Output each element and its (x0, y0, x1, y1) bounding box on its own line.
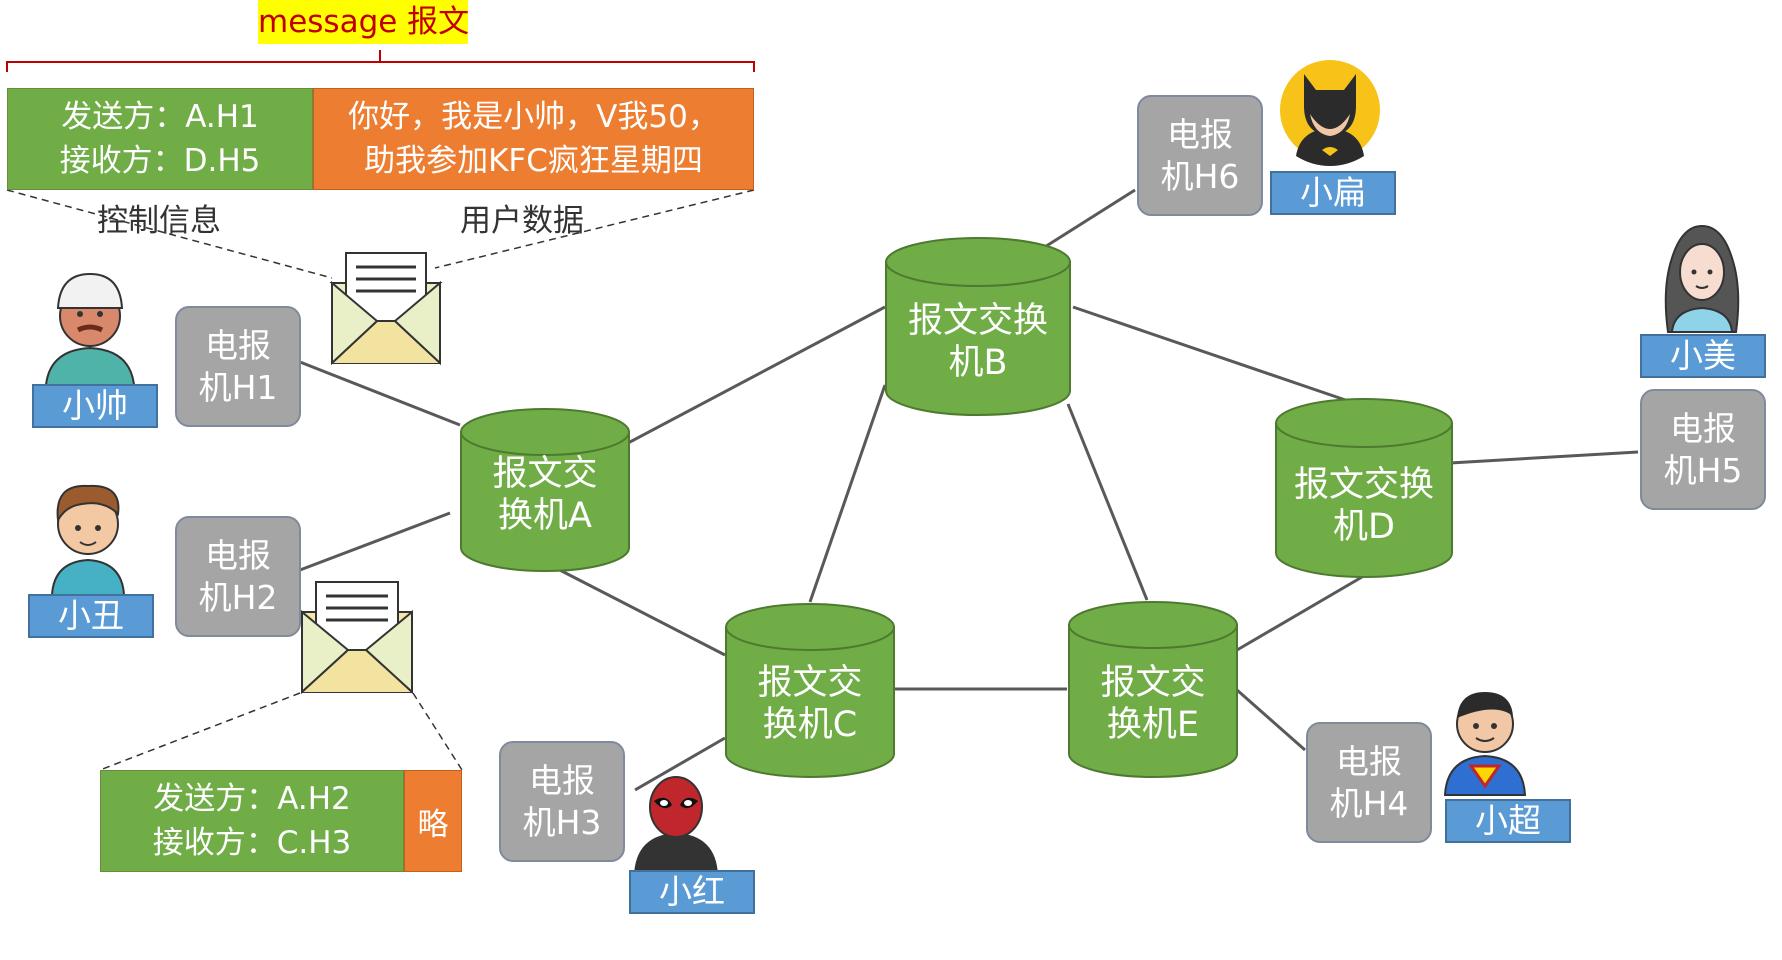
switch-c (725, 603, 895, 778)
bottom-user-data: 略 (404, 770, 462, 872)
telegraph-h4[interactable]: 电报 机H4 (1306, 722, 1432, 843)
user-data-caption: 用户数据 (460, 203, 584, 239)
telegraph-h5[interactable]: 电报 机H5 (1640, 389, 1766, 510)
link-b-e (1066, 403, 1149, 601)
link-a-b (627, 305, 886, 445)
link-d-h5 (1449, 450, 1639, 465)
telegraph-h2[interactable]: 电报 机H2 (175, 516, 301, 637)
link-e-h4 (1236, 688, 1306, 752)
switch-a-label: 报文交 换机A (492, 454, 598, 536)
link-h2-a (299, 511, 451, 572)
telegraph-h3[interactable]: 电报 机H3 (499, 741, 625, 862)
switch-a (460, 408, 630, 572)
top-user-data: 你好，我是小帅，V我50， 助我参加KFC疯狂星期四 (313, 88, 754, 190)
link-h1-a (299, 360, 461, 427)
name-tag-xiaobian: 小扁 (1270, 171, 1396, 215)
envelope-icon (329, 252, 443, 366)
telegraph-h1[interactable]: 电报 机H1 (175, 306, 301, 427)
switch-c-label: 报文交 换机C (757, 663, 863, 745)
avatar-deadpool (634, 776, 718, 875)
dashed-guides (6, 189, 755, 771)
bottom-control-info: 发送方：A.H2 接收方：C.H3 (100, 770, 404, 872)
control-info-caption: 控制信息 (97, 203, 221, 239)
top-control-info: 发送方：A.H1 接收方：D.H5 (7, 88, 313, 190)
name-tag-xiaochao: 小超 (1445, 799, 1571, 843)
link-e-d (1236, 575, 1363, 652)
link-b-d (1072, 305, 1361, 407)
name-tag-xiaoshuai: 小帅 (32, 384, 158, 428)
link-a-c (549, 563, 726, 657)
links (299, 188, 1639, 792)
message-bracket (6, 50, 755, 72)
link-c-h3 (634, 736, 726, 792)
avatar-superman (1443, 692, 1527, 796)
link-b-c (808, 384, 887, 603)
telegraph-h6[interactable]: 电报 机H6 (1137, 95, 1263, 216)
avatar-boy (50, 484, 126, 596)
avatar-girl (1664, 224, 1740, 333)
name-tag-xiaochou: 小丑 (28, 594, 154, 638)
switch-e (1068, 601, 1238, 778)
name-tag-xiaohong: 小红 (629, 870, 755, 914)
switch-d (1275, 398, 1453, 578)
avatar-batman (1280, 60, 1380, 166)
switch-b-label: 报文交换 机B (907, 301, 1048, 383)
switch-b (885, 237, 1071, 416)
switch-e-label: 报文交 换机E (1100, 663, 1206, 745)
name-tag-xiaomei: 小美 (1640, 334, 1766, 378)
avatar-man-cap (44, 272, 136, 386)
link-b-h6 (1039, 188, 1136, 252)
envelope-icon (301, 581, 413, 695)
switch-d-label: 报文交换 机D (1293, 465, 1434, 547)
message-title: message 报文 (258, 0, 469, 44)
